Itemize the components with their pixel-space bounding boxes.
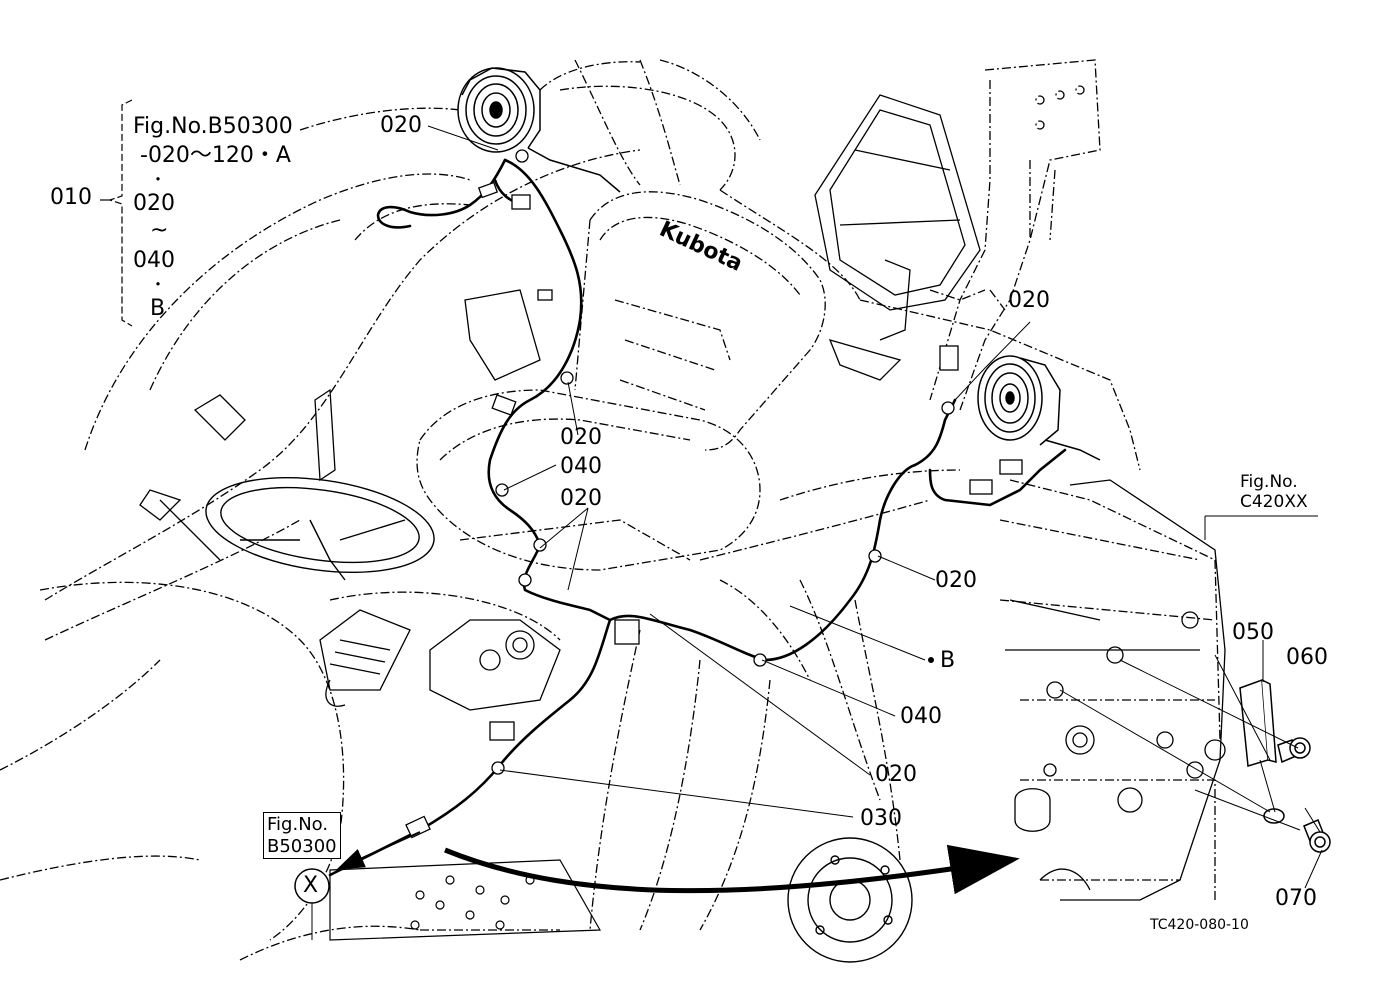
rops-frame	[929, 59, 1101, 411]
bracket-brace	[108, 99, 133, 327]
fig-ref-left-label: Fig.No.	[267, 814, 329, 835]
dash-panel	[139, 289, 561, 711]
rear-axle-flange	[787, 837, 913, 963]
bracket-line-6: 040	[133, 248, 175, 273]
steering-wheel	[205, 476, 435, 581]
fig-ref-right-code: C420XX	[1240, 492, 1308, 513]
part-070-bolt	[1263, 808, 1331, 853]
leader-lines	[311, 125, 1323, 940]
connection-marker-x: X	[303, 873, 319, 898]
bracket-line-1: Fig.No.B50300	[133, 114, 293, 139]
rear-housing	[1005, 479, 1226, 901]
detail-arrow	[444, 844, 1020, 895]
part-060-bolt	[1277, 737, 1311, 764]
harness-arrow	[336, 831, 421, 870]
bracket-line-4: 020	[133, 191, 175, 216]
alignment-lines	[1059, 654, 1301, 831]
bracket-line-3: ・	[150, 170, 167, 189]
part-050-bracket	[1239, 678, 1277, 767]
floor-plate	[329, 859, 602, 941]
seat-brand-logo: Kubota	[655, 217, 746, 277]
fig-ref-left: Fig.No. B50300	[263, 812, 341, 860]
connection-marker-circle	[294, 868, 330, 904]
callout-040-lower: 040	[900, 704, 942, 729]
work-light-left	[457, 67, 621, 193]
bracket-line-7: ・	[150, 275, 167, 294]
work-light-right	[977, 355, 1101, 461]
operator-seat	[416, 191, 826, 571]
callout-050: 050	[1232, 620, 1274, 645]
fig-ref-right: Fig.No. C420XX	[1240, 472, 1308, 513]
seat-back-bracket	[814, 94, 981, 381]
fig-ref-left-code: B50300	[267, 835, 337, 857]
wire-harness	[328, 158, 1067, 877]
callout-010: 010	[50, 185, 92, 210]
harness-connectors	[405, 149, 1023, 839]
callout-040-seat: 040	[560, 454, 602, 479]
bracket-line-5: ~	[150, 218, 169, 243]
callout-b: B	[940, 648, 956, 673]
bracket-line-8: B	[150, 296, 166, 321]
callout-020-right-top: 020	[1008, 288, 1050, 313]
callout-020-fender: 020	[935, 568, 977, 593]
fig-ref-right-label: Fig.No.	[1240, 472, 1298, 492]
bracket-line-2: -020～120・A	[140, 143, 291, 168]
callout-020-top: 020	[380, 113, 422, 138]
callout-030: 030	[860, 806, 902, 831]
callout-020-bottom: 020	[875, 762, 917, 787]
tractor-body-outline	[0, 59, 1221, 961]
callout-020-seat: 020	[560, 425, 602, 450]
drawing-code: TC420-080-10	[1150, 917, 1249, 933]
callout-060: 060	[1286, 645, 1328, 670]
callout-b-dot	[928, 657, 934, 663]
callout-070: 070	[1275, 886, 1317, 911]
callout-020-lower-seat: 020	[560, 486, 602, 511]
